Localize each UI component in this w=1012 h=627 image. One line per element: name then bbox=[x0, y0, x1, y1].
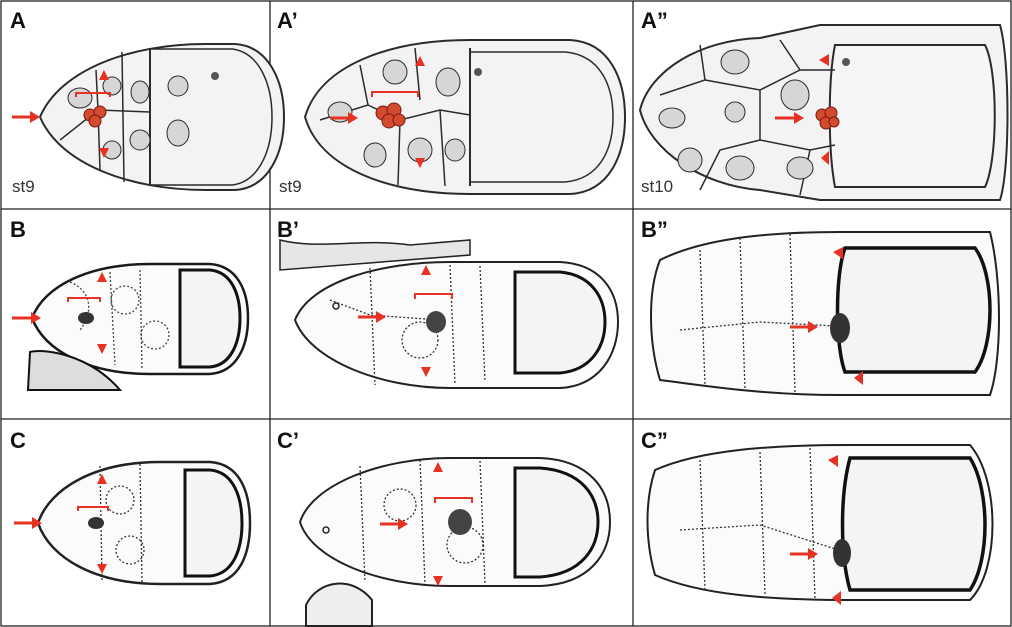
panel-letter-a-double-prime: A” bbox=[641, 8, 668, 33]
schematic-egg-chamber-a-double-prime bbox=[640, 25, 1008, 200]
stage-label-a-double-prime: st10 bbox=[641, 177, 673, 196]
panel-letter-c: C bbox=[10, 428, 26, 453]
micrograph-b-double-prime bbox=[651, 232, 999, 395]
stage-label-a-prime: st9 bbox=[279, 177, 302, 196]
panel-letter-b-prime: B’ bbox=[277, 217, 299, 242]
panel-letter-b: B bbox=[10, 217, 26, 242]
stage-label-a: st9 bbox=[12, 177, 35, 196]
micrograph-c-double-prime bbox=[648, 445, 993, 605]
panel-letter-c-prime: C’ bbox=[277, 428, 299, 453]
panel-letter-a: A bbox=[10, 8, 26, 33]
micrograph-b-prime bbox=[280, 240, 618, 388]
micrograph-c bbox=[14, 462, 250, 584]
panel-letter-c-double-prime: C” bbox=[641, 428, 668, 453]
panel-letter-b-double-prime: B” bbox=[641, 217, 668, 242]
schematic-egg-chamber-a-prime bbox=[305, 40, 625, 194]
micrograph-b bbox=[12, 264, 248, 390]
schematic-egg-chamber-a bbox=[12, 44, 284, 190]
micrograph-c-prime bbox=[300, 458, 610, 626]
panel-letter-a-prime: A’ bbox=[277, 8, 298, 33]
